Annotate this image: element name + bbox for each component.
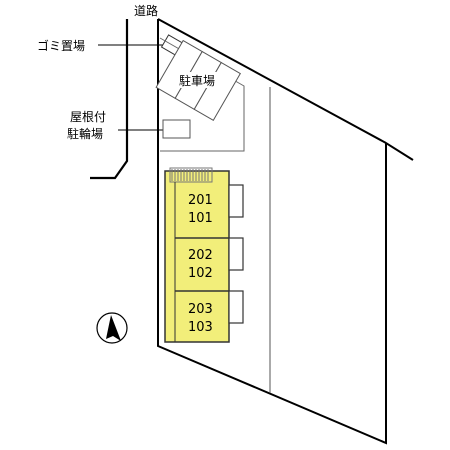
building-outline [164, 170, 230, 343]
balcony-1 [228, 184, 244, 218]
north-arrow-icon [96, 312, 128, 344]
road-edge-line [90, 19, 129, 180]
unit-3-lower: 103 [188, 320, 213, 335]
unit-1-upper: 201 [188, 193, 213, 208]
lot-boundary [157, 18, 414, 445]
stair-hatch [171, 169, 209, 181]
parking-label: 駐車場 [179, 73, 215, 88]
road-label: 道路 [134, 3, 158, 18]
balcony-2 [228, 237, 244, 271]
unit-3-upper: 203 [188, 302, 213, 317]
garbage-area-label: ゴミ置場 [37, 38, 85, 53]
bike-parking-label-2: 駐輪場 [67, 126, 103, 141]
parking-label-bg [178, 72, 218, 88]
balcony-3 [228, 290, 244, 324]
bike-parking-box [162, 119, 191, 139]
building: 201 101 202 102 203 103 [164, 167, 244, 343]
unit-2-upper: 202 [188, 248, 213, 263]
bike-parking-label-1: 屋根付 [70, 110, 106, 124]
unit-2-lower: 102 [188, 266, 213, 281]
unit-1-lower: 101 [188, 211, 213, 226]
